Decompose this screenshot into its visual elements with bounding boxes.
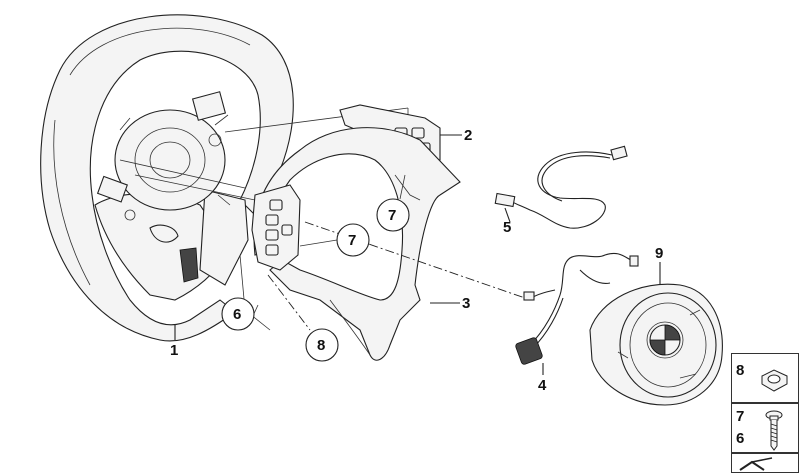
callout-3: 3 xyxy=(462,295,470,312)
callout-7-lower: 7 xyxy=(299,223,370,257)
switch-cluster-left xyxy=(251,184,301,271)
callout-2: 2 xyxy=(464,127,472,144)
callout-4: 4 xyxy=(538,377,547,394)
assembly-line xyxy=(267,274,311,331)
arrow-icon xyxy=(739,457,773,471)
svg-text:7: 7 xyxy=(388,207,396,224)
legend-num-screw-b: 6 xyxy=(736,430,745,447)
svg-text:8: 8 xyxy=(317,337,325,354)
callout-8: 8 xyxy=(305,328,339,362)
svg-text:9: 9 xyxy=(655,245,663,262)
legend-cell-partial xyxy=(731,453,799,473)
nut-icon xyxy=(761,369,788,392)
callout-6: 6 xyxy=(221,297,255,331)
screw-icon xyxy=(765,410,783,451)
callout-5: 5 xyxy=(503,219,511,236)
svg-text:2: 2 xyxy=(464,127,472,144)
legend-cell-screw: 7 6 xyxy=(731,403,799,453)
legend-num-screw-a: 7 xyxy=(736,408,745,425)
svg-text:6: 6 xyxy=(233,306,241,323)
svg-text:4: 4 xyxy=(538,377,547,394)
airbag-cable xyxy=(515,252,639,375)
svg-text:3: 3 xyxy=(462,295,470,312)
steering-wheel xyxy=(40,14,409,342)
callout-9: 9 xyxy=(655,245,663,262)
callout-7-upper: 7 xyxy=(376,174,410,232)
hardware-legend: 8 7 6 xyxy=(731,353,799,473)
wiring-harness xyxy=(494,145,628,229)
airbag-module xyxy=(589,262,723,406)
callout-1: 1 xyxy=(170,342,178,359)
svg-text:7: 7 xyxy=(348,232,356,249)
svg-text:5: 5 xyxy=(503,219,511,236)
legend-cell-nut: 8 xyxy=(731,353,799,403)
legend-num-nut: 8 xyxy=(736,362,745,379)
svg-text:1: 1 xyxy=(170,342,178,359)
